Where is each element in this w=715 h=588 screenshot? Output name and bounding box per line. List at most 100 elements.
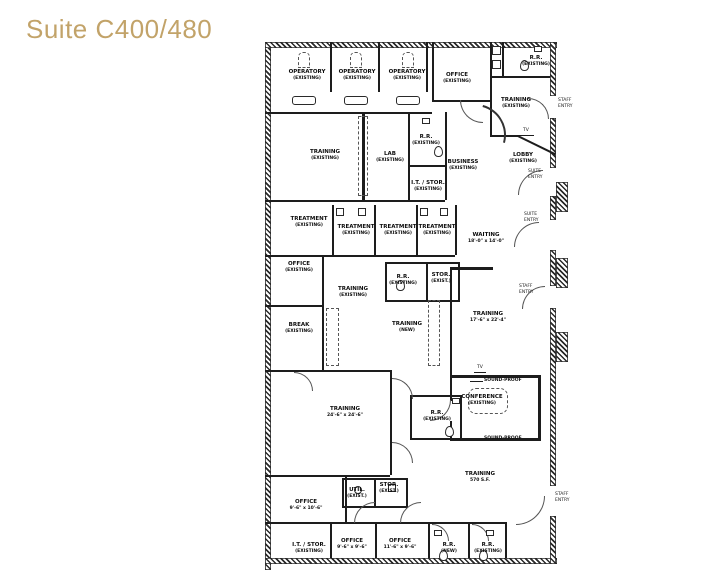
wall-exterior-right xyxy=(550,308,556,486)
toilet-icon xyxy=(445,426,454,437)
wall-segment xyxy=(410,395,462,397)
wall-segment xyxy=(406,478,408,506)
wall-soundproof-top xyxy=(450,375,540,378)
wall-segment xyxy=(265,370,390,372)
wall-segment xyxy=(490,135,520,137)
door-arc xyxy=(294,372,313,391)
utility-sink-icon xyxy=(354,486,362,494)
wall-segment xyxy=(445,112,447,200)
sink-icon xyxy=(434,530,442,536)
wall-segment xyxy=(265,522,505,524)
wall-segment xyxy=(322,305,324,370)
wall-segment xyxy=(330,522,332,558)
dental-chair-icon xyxy=(292,96,316,105)
wall-pilaster xyxy=(556,332,568,362)
wall-segment xyxy=(538,375,541,441)
storage-shelf-icon xyxy=(388,484,396,492)
wall-segment xyxy=(374,205,376,255)
room-label-treatment-2: TREATMENT(EXISTING) xyxy=(337,224,375,236)
toilet-icon xyxy=(520,60,529,71)
dental-chair-icon xyxy=(344,96,368,105)
room-label-operatory-1: OPERATORY(EXISTING) xyxy=(288,69,326,81)
door-arc xyxy=(528,98,549,119)
room-label-lobby: LOBBY(EXISTING) xyxy=(509,152,537,164)
wall-segment xyxy=(322,255,324,305)
cabinet-icon xyxy=(420,208,428,216)
toilet-icon xyxy=(439,550,448,561)
room-label-training-mid-left: TRAINING(EXISTING) xyxy=(309,149,341,161)
wall-segment xyxy=(455,205,457,255)
room-label-restroom-lab: R.R.(EXISTING) xyxy=(412,134,440,146)
room-label-treatment-3: TREATMENT(EXISTING) xyxy=(379,224,417,236)
door-arc xyxy=(514,222,539,247)
staff-entry-bottom-label: STAFF ENTRY xyxy=(555,492,570,503)
wall-segment xyxy=(378,42,380,92)
dental-chair-outline xyxy=(402,52,414,68)
wall-segment xyxy=(332,205,334,255)
dental-chair-outline xyxy=(298,52,310,68)
wall-exterior-right xyxy=(550,118,556,168)
toilet-icon xyxy=(434,146,443,157)
wall-segment xyxy=(330,42,332,92)
room-label-treatment-1: TREATMENT(EXISTING) xyxy=(290,216,328,228)
door-arc xyxy=(392,378,413,399)
wall-segment xyxy=(490,76,550,78)
toilet-icon xyxy=(479,550,488,561)
wall-segment xyxy=(426,262,428,300)
suite-entry-upper-label: SUITE ENTRY xyxy=(528,169,543,180)
dental-chair-icon xyxy=(396,96,420,105)
room-label-office-top: OFFICE(EXISTING) xyxy=(443,72,471,84)
wall-segment xyxy=(342,478,344,506)
room-label-training-center: TRAINING(EXISTING) xyxy=(337,286,369,298)
leader-line xyxy=(470,440,483,441)
tv-lobby-label: TV xyxy=(523,128,529,133)
wall-segment xyxy=(385,262,387,300)
wall-exterior-right xyxy=(550,42,556,96)
wall-segment xyxy=(265,475,390,477)
wall-segment xyxy=(265,255,455,257)
wall-segment xyxy=(432,42,434,100)
wall-segment xyxy=(265,112,432,114)
wall-segment xyxy=(385,262,460,264)
wall-segment xyxy=(265,200,445,202)
leader-line xyxy=(470,381,483,382)
wall-segment xyxy=(426,42,428,92)
door-arc xyxy=(430,400,451,421)
sink-icon xyxy=(422,118,430,124)
wall-segment xyxy=(342,506,408,508)
staff-entry-mid-label: STAFF ENTRY xyxy=(519,284,534,295)
wall-exterior-right xyxy=(550,196,556,220)
wall-segment xyxy=(502,42,504,76)
room-label-operatory-3: OPERATORY(EXISTING) xyxy=(388,69,426,81)
wall-exterior-right xyxy=(550,250,556,286)
wall-exterior-right xyxy=(550,516,556,564)
wall-segment xyxy=(416,205,418,255)
tv-mark xyxy=(474,372,486,373)
cabinet-icon xyxy=(492,46,501,55)
conference-table xyxy=(468,388,508,414)
wall-segment xyxy=(505,522,507,558)
sink-icon xyxy=(486,530,494,536)
soundproof-top-label: SOUND-PROOF xyxy=(484,378,522,383)
room-label-office-mid: OFFICE(EXISTING) xyxy=(285,261,313,273)
wall-exterior-top xyxy=(265,42,557,48)
room-label-break: BREAK(EXISTING) xyxy=(285,322,313,334)
wall-pilaster xyxy=(556,258,568,288)
door-arc xyxy=(392,442,413,463)
wall-segment xyxy=(450,267,452,375)
room-label-restroom-bottom: R.R.(EXISTING) xyxy=(474,542,502,554)
wall-segment xyxy=(375,522,377,558)
wall-segment xyxy=(410,438,462,440)
wall-segment xyxy=(468,522,470,558)
cabinet-icon xyxy=(336,208,344,216)
tv-mark xyxy=(520,135,534,136)
wall-segment xyxy=(450,267,493,270)
sink-icon xyxy=(534,46,542,52)
room-label-operatory-2: OPERATORY(EXISTING) xyxy=(338,69,376,81)
wall-segment xyxy=(490,42,492,137)
door-arc xyxy=(516,496,545,525)
wall-segment xyxy=(390,370,392,475)
